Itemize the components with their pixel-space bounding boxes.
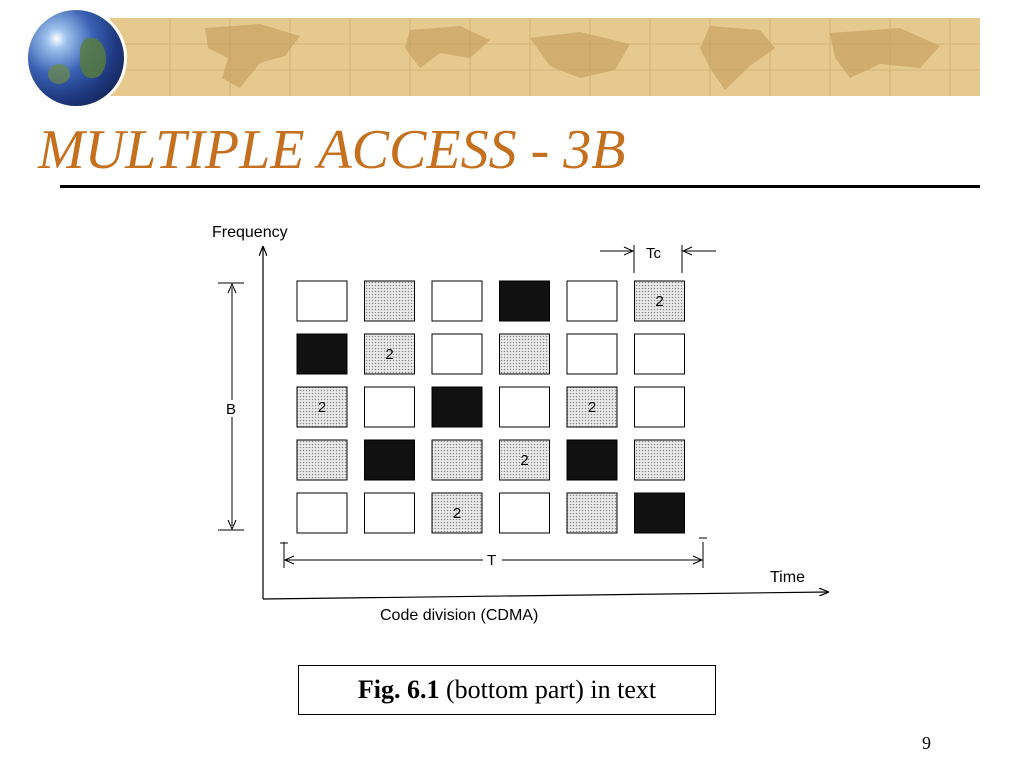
- x-axis: [262, 592, 828, 600]
- world-map-decoration: [110, 18, 980, 96]
- chip-cell-dotted: [296, 439, 348, 481]
- slide-title: MULTIPLE ACCESS - 3B: [38, 119, 626, 181]
- chip-cell-label: 2: [385, 346, 393, 363]
- chip-time-dimension: [600, 245, 716, 273]
- chip-cell-empty: [566, 333, 618, 375]
- cdma-figure: Frequency Time Code division (CDMA) B T: [200, 215, 850, 640]
- chip-cell-empty: [499, 492, 550, 534]
- chip-cell-dotted: [431, 492, 483, 534]
- chip-cell-dotted: [634, 280, 685, 322]
- globe-logo: [28, 10, 124, 106]
- title-underline: [60, 185, 980, 188]
- chip-cell-dotted: [431, 439, 483, 481]
- bandwidth-dimension: [218, 282, 244, 531]
- page-number: 9: [922, 733, 931, 753]
- figure-caption: Fig. 6.1 (bottom part) in text: [298, 665, 716, 715]
- chip-cell-empty: [634, 386, 685, 428]
- chip-cell-empty: [566, 280, 618, 322]
- chip-cell-dotted: [364, 333, 415, 375]
- chip-cell-label: 2: [588, 399, 596, 416]
- period-label: T: [487, 552, 496, 569]
- chip-cell-label: 2: [453, 505, 461, 522]
- chip-cell-empty: [499, 386, 550, 428]
- header-banner: [110, 18, 980, 96]
- chip-cell-empty: [634, 333, 685, 375]
- x-axis-label: Time: [770, 569, 805, 586]
- bandwidth-label: B: [226, 401, 236, 418]
- chip-cell-label: 2: [655, 293, 663, 310]
- chip-cell-empty: [431, 280, 483, 322]
- chip-grid: 2 2 2 2 2 2: [296, 280, 685, 534]
- chip-cell-dotted: [499, 439, 550, 481]
- chip-cell-dotted: [364, 280, 415, 322]
- chip-cell-dotted: [296, 386, 348, 428]
- chip-cell-black: [364, 439, 415, 481]
- caption-fig-number: Fig. 6.1: [357, 675, 440, 704]
- chip-cell-dotted: [566, 386, 618, 428]
- chip-cell-black: [634, 492, 685, 534]
- cdma-diagram: Frequency Time Code division (CDMA) B T: [212, 224, 850, 624]
- chip-time-label: Tc: [646, 245, 662, 262]
- chip-cell-empty: [431, 333, 483, 375]
- chip-cell-dotted: [499, 333, 550, 375]
- chip-cell-label: 2: [520, 452, 528, 469]
- chip-cell-black: [431, 386, 483, 428]
- chip-cell-black: [566, 439, 618, 481]
- chip-cell-empty: [364, 386, 415, 428]
- chip-cell-empty: [296, 492, 348, 534]
- chip-cell-label: 2: [318, 399, 326, 416]
- chip-cell-black: [296, 333, 348, 375]
- chip-cell-black: [499, 280, 550, 322]
- y-axis-label: Frequency: [212, 224, 288, 241]
- period-dimension: [280, 537, 707, 568]
- chip-cell-empty: [296, 280, 348, 322]
- figure-subtitle: Code division (CDMA): [380, 607, 538, 624]
- caption-text: (bottom part) in text: [439, 675, 657, 704]
- chip-cell-empty: [364, 492, 415, 534]
- chip-cell-dotted: [566, 492, 618, 534]
- chip-cell-dotted: [634, 439, 685, 481]
